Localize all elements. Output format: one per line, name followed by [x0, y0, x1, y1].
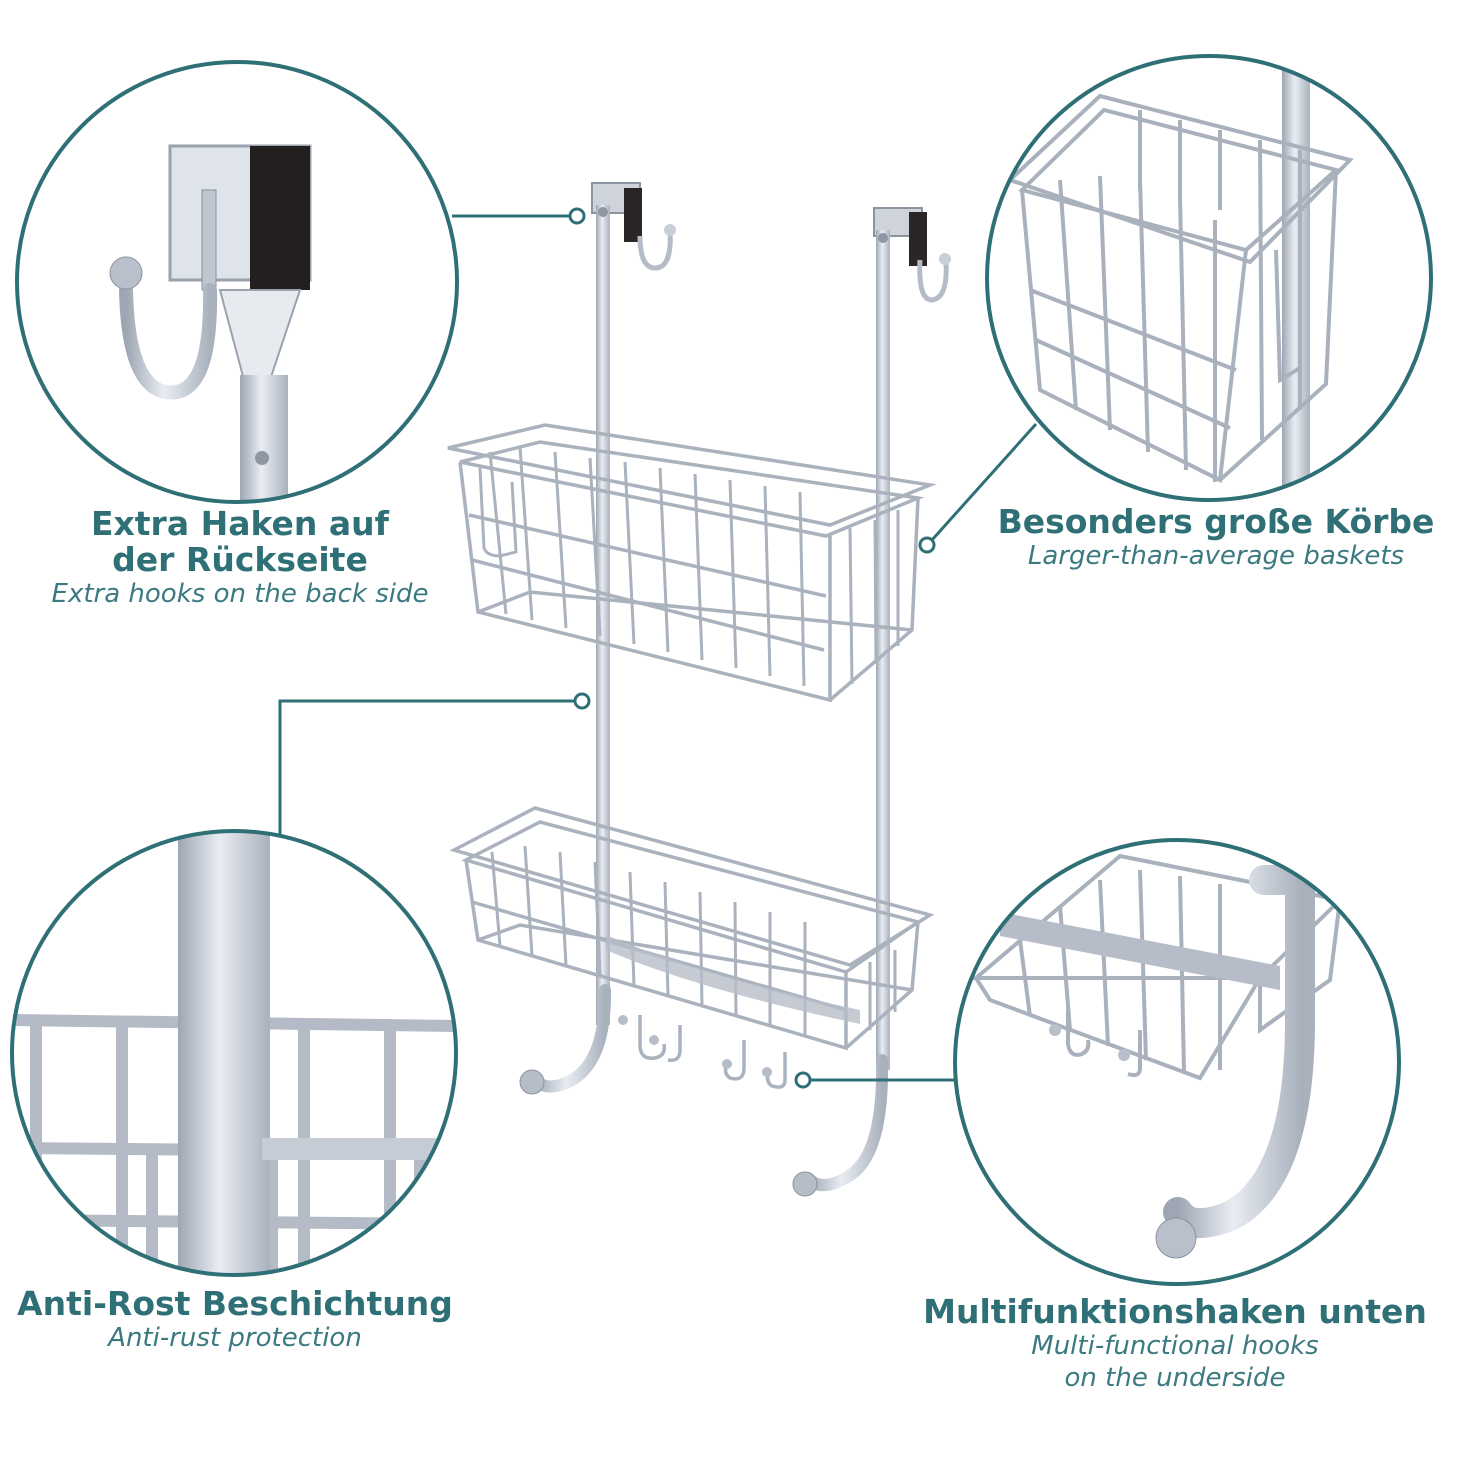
feature-caption-hooks-back: Extra Haken auf der Rückseite Extra hook…	[20, 506, 460, 610]
feature-caption-multi-hooks: Multifunktionshaken unten Multi-function…	[900, 1294, 1450, 1394]
feature-title: Multifunktionshaken unten	[923, 1292, 1427, 1331]
callout-line-baskets	[930, 422, 1038, 542]
big-hook-left	[528, 984, 612, 1093]
feature-subtitle-line-2: on the underside	[1064, 1363, 1286, 1393]
feature-title: Besonders große Körbe	[997, 502, 1435, 541]
rod-right	[876, 230, 890, 1070]
detail-circle-underside-hooks	[953, 838, 1401, 1286]
detail-circle-rod-grid	[10, 829, 458, 1277]
detail-circle-back-hook	[15, 60, 459, 504]
back-hook-left	[637, 231, 673, 271]
callout-line-rust	[278, 699, 575, 836]
callout-dot-rust	[573, 692, 591, 710]
callout-dot-baskets	[918, 536, 936, 554]
feature-title-line-2: der Rückseite	[112, 540, 368, 579]
support-bar	[606, 935, 860, 1024]
door-clip-right	[873, 207, 927, 266]
feature-subtitle: Anti-rust protection	[108, 1323, 362, 1353]
feature-subtitle: Extra hooks on the back side	[51, 579, 429, 609]
callout-dot-multi	[794, 1071, 812, 1089]
lower-basket	[449, 806, 935, 1051]
big-hook-right	[802, 1054, 889, 1191]
upper-basket	[447, 423, 937, 703]
feature-subtitle: Larger-than-average baskets	[1027, 541, 1405, 571]
feature-title: Anti-Rost Beschichtung	[17, 1284, 453, 1323]
feature-caption-baskets: Besonders große Körbe Larger-than-averag…	[985, 504, 1447, 572]
back-hook-right	[917, 259, 949, 303]
callout-lines	[278, 207, 1038, 1089]
product-image	[447, 182, 951, 1197]
rod-left	[596, 205, 610, 1025]
feature-subtitle-line-1: Multi-functional hooks	[1031, 1331, 1319, 1361]
detail-circle-basket	[985, 54, 1433, 502]
underside-hooks	[638, 1015, 787, 1089]
feature-title-line-1: Extra Haken auf	[90, 504, 390, 543]
callout-dot-hooks-back	[568, 207, 586, 225]
feature-caption-anti-rust: Anti-Rost Beschichtung Anti-rust protect…	[10, 1286, 460, 1354]
